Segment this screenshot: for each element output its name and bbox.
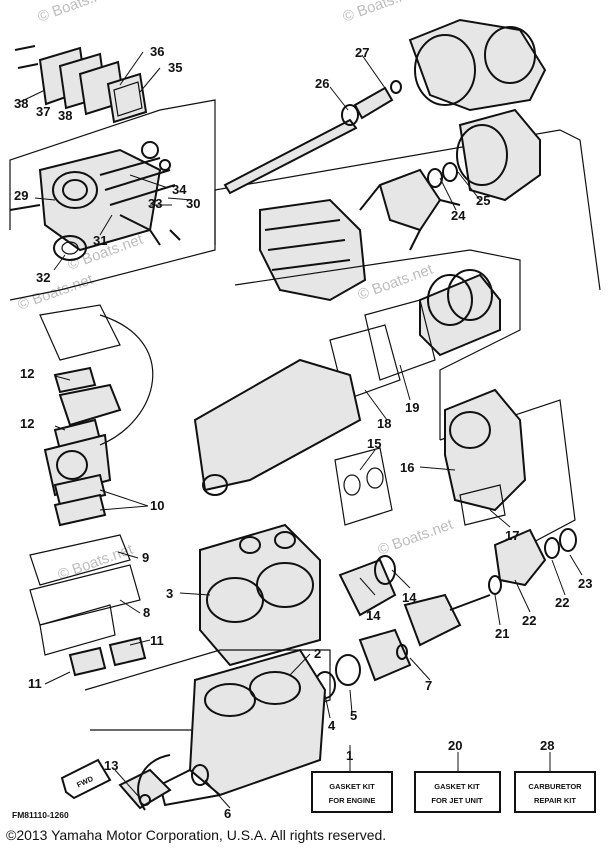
callout-22: 22 — [555, 595, 569, 610]
callout-9: 9 — [142, 550, 149, 565]
callout-28: 28 — [540, 738, 554, 753]
callout-19: 19 — [405, 400, 419, 415]
callout-38: 38 — [14, 96, 28, 111]
callout-26: 26 — [315, 76, 329, 91]
callout-11: 11 — [28, 676, 42, 691]
callout-23: 23 — [578, 576, 592, 591]
copyright-notice: ©2013 Yamaha Motor Corporation, U.S.A. A… — [6, 827, 387, 843]
callout-18: 18 — [377, 416, 391, 431]
callout-30: 30 — [186, 196, 200, 211]
callout-20: 20 — [448, 738, 462, 753]
callout-4: 4 — [328, 718, 336, 733]
callout-33: 33 — [148, 196, 162, 211]
callout-8: 8 — [143, 605, 150, 620]
callout-35: 35 — [168, 60, 182, 75]
callout-25: 25 — [476, 193, 490, 208]
carburetor-repair-kit-box: CARBURETOR REPAIR KIT — [514, 771, 596, 813]
callout-37: 37 — [36, 104, 50, 119]
fwd-arrow-icon: FWD — [60, 758, 112, 800]
crankshaft-group — [314, 555, 502, 699]
callout-13: 13 — [104, 758, 118, 773]
callout-34: 34 — [172, 182, 187, 197]
exhaust-group — [334, 388, 577, 587]
callout-11: 11 — [150, 633, 164, 648]
carburetor-assembly — [9, 45, 216, 301]
callout-2: 2 — [314, 646, 321, 661]
gasket-kit-jet-box: GASKET KIT FOR JET UNIT — [414, 771, 501, 813]
callout-12: 12 — [20, 416, 34, 431]
callout-10: 10 — [150, 498, 164, 513]
callout-36: 36 — [150, 44, 164, 59]
gasket-kit-jet-line1: GASKET KIT — [434, 782, 480, 791]
callout-38: 38 — [58, 108, 72, 123]
callout-14: 14 — [366, 608, 381, 623]
callout-7: 7 — [425, 678, 432, 693]
carburetor-kit-line2: REPAIR KIT — [534, 796, 576, 805]
carburetor-kit-line1: CARBURETOR — [528, 782, 582, 791]
gasket-kit-jet-line2: FOR JET UNIT — [431, 796, 483, 805]
callout-5: 5 — [350, 708, 357, 723]
callout-6: 6 — [224, 806, 231, 821]
engine-cylinder-group — [193, 249, 521, 496]
watermark: © Boats.net — [341, 0, 421, 26]
callout-1: 1 — [346, 748, 353, 763]
cylinder-block — [199, 523, 321, 667]
callout-16: 16 — [400, 460, 414, 475]
callout-31: 31 — [93, 233, 107, 248]
leader-lines — [19, 51, 583, 809]
gasket-kit-engine-line2: FOR ENGINE — [329, 796, 376, 805]
callout-12: 12 — [20, 366, 34, 381]
callout-17: 17 — [505, 528, 519, 543]
callout-15: 15 — [367, 436, 381, 451]
intake-gasket-stack — [29, 304, 154, 677]
crankcase — [84, 648, 331, 811]
callout-27: 27 — [355, 45, 369, 60]
callout-3: 3 — [166, 586, 173, 601]
callout-24: 24 — [451, 208, 466, 223]
callout-29: 29 — [14, 188, 28, 203]
callout-22: 22 — [522, 613, 536, 628]
gasket-kit-engine-box: GASKET KIT FOR ENGINE — [311, 771, 393, 813]
callout-14: 14 — [402, 590, 417, 605]
gasket-kit-engine-line1: GASKET KIT — [329, 782, 375, 791]
callout-32: 32 — [36, 270, 50, 285]
watermark: © Boats.net — [36, 0, 116, 26]
drawing-code: FM81110-1260 — [12, 810, 69, 820]
watermark: © Boats.net — [376, 516, 456, 559]
callout-21: 21 — [495, 626, 509, 641]
jet-pump-assembly — [214, 18, 601, 302]
